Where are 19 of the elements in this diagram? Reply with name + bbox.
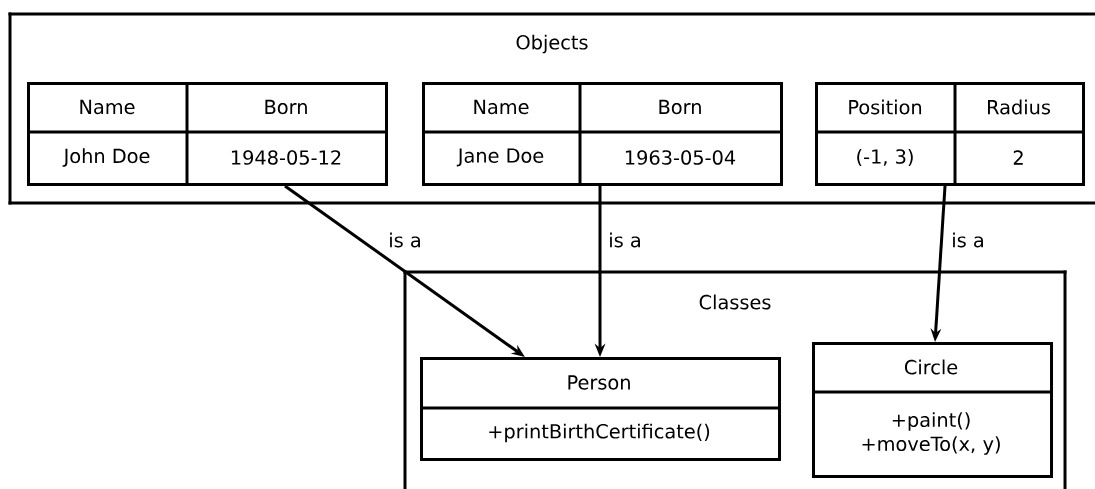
table-cell: Position: [849, 99, 922, 115]
table-cell: Name: [474, 99, 529, 115]
table-cell: John Doe: [62, 148, 150, 167]
table-cell: 1963-05-04: [625, 150, 736, 165]
table-cell: Radius: [988, 99, 1051, 115]
class-name: Person: [568, 375, 630, 390]
table-cell: 2: [1013, 150, 1023, 165]
table-cell: Born: [659, 99, 701, 115]
class-methods: +paint() +moveTo(x, y): [862, 412, 1000, 455]
edge-label: is a: [953, 232, 983, 248]
table-cell: (-1, 3): [857, 148, 913, 167]
table-cell: Name: [80, 99, 135, 115]
table-cell: Jane Doe: [456, 148, 544, 167]
table-cell: 1948-05-12: [231, 150, 341, 165]
edge-label: is a: [610, 232, 640, 248]
class-name: Circle: [904, 359, 958, 375]
table-cell: Born: [265, 99, 307, 115]
class-methods: +printBirthCertificate(): [489, 423, 710, 443]
edge-label: is a: [390, 232, 420, 248]
